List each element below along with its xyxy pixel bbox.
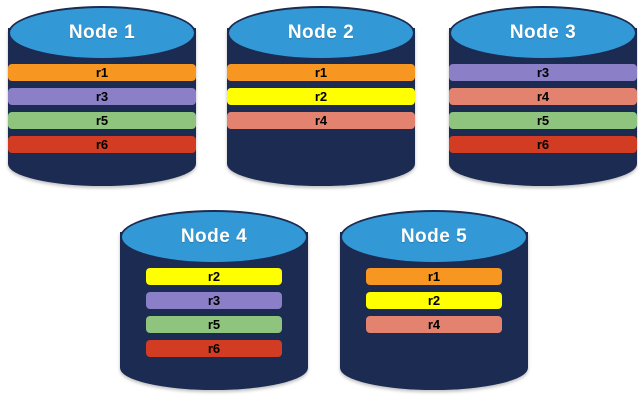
replica-bar[interactable]: r4	[227, 112, 415, 129]
replica-list-2: r1 r2 r4	[227, 64, 415, 136]
replica-bar[interactable]: r3	[146, 292, 282, 309]
cylinder-top-1: Node 1	[8, 6, 196, 60]
replica-bar[interactable]: r5	[8, 112, 196, 129]
node-cylinder-3[interactable]: Node 3 r3 r4 r5 r6	[449, 6, 637, 192]
replica-bar[interactable]: r2	[227, 88, 415, 105]
replica-bar[interactable]: r3	[8, 88, 196, 105]
node-title-4: Node 4	[180, 226, 248, 247]
node-cylinder-1[interactable]: Node 1 r1 r3 r5 r6	[8, 6, 196, 192]
replica-bar[interactable]: r1	[227, 64, 415, 81]
cylinder-top-4: Node 4	[120, 210, 308, 264]
replica-bar[interactable]: r1	[366, 268, 502, 285]
replica-list-1: r1 r3 r5 r6	[8, 64, 196, 160]
node-title-5: Node 5	[400, 226, 468, 247]
replica-bar[interactable]: r5	[449, 112, 637, 129]
replica-bar[interactable]: r3	[449, 64, 637, 81]
cylinder-top-3: Node 3	[449, 6, 637, 60]
node-title-2: Node 2	[287, 22, 355, 43]
replica-bar[interactable]: r6	[449, 136, 637, 153]
replica-bar[interactable]: r2	[366, 292, 502, 309]
replica-list-5: r1 r2 r4	[340, 268, 528, 340]
node-cylinder-2[interactable]: Node 2 r1 r2 r4	[227, 6, 415, 192]
replica-bar[interactable]: r4	[449, 88, 637, 105]
replica-bar[interactable]: r6	[8, 136, 196, 153]
node-cylinder-5[interactable]: Node 5 r1 r2 r4	[340, 210, 528, 396]
replica-list-3: r3 r4 r5 r6	[449, 64, 637, 160]
replica-bar[interactable]: r4	[366, 316, 502, 333]
cylinder-top-2: Node 2	[227, 6, 415, 60]
cylinder-top-5: Node 5	[340, 210, 528, 264]
replica-list-4: r2 r3 r5 r6	[120, 268, 308, 364]
replica-bar[interactable]: r6	[146, 340, 282, 357]
replica-bar[interactable]: r2	[146, 268, 282, 285]
replica-bar[interactable]: r1	[8, 64, 196, 81]
node-title-3: Node 3	[509, 22, 577, 43]
node-title-1: Node 1	[68, 22, 136, 43]
replica-bar[interactable]: r5	[146, 316, 282, 333]
node-cylinder-4[interactable]: Node 4 r2 r3 r5 r6	[120, 210, 308, 396]
